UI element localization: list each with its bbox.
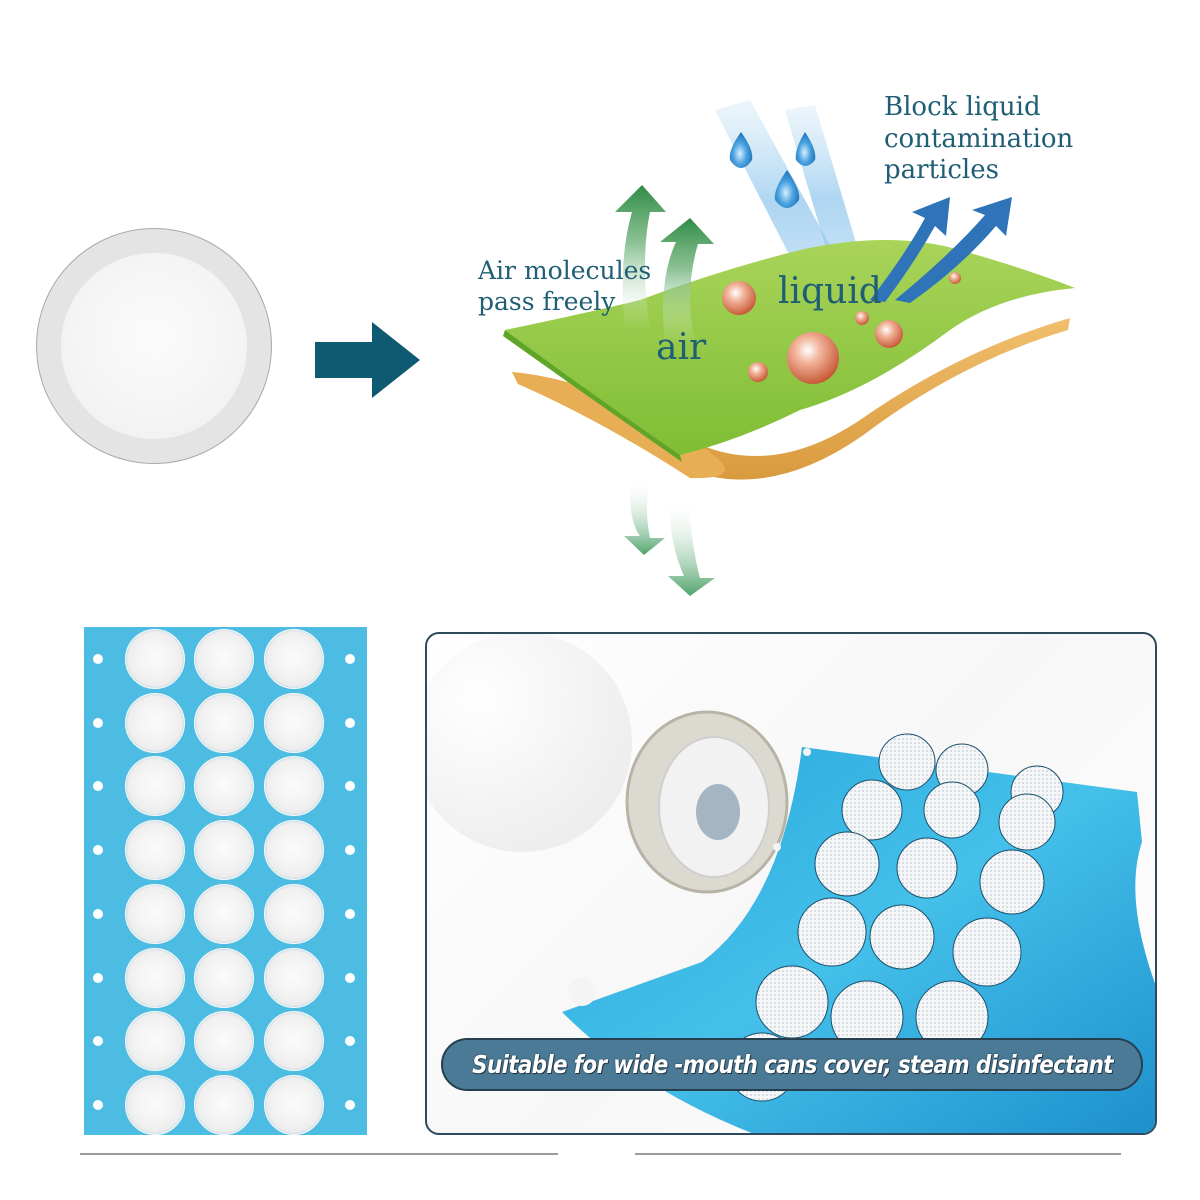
sticker xyxy=(264,1074,324,1135)
sprocket-hole xyxy=(345,972,355,983)
sprocket-hole xyxy=(345,1099,355,1110)
sprocket-hole xyxy=(345,717,355,728)
arrow-right-icon xyxy=(315,322,420,398)
liquid-blocked-arrow-icon xyxy=(895,197,1012,303)
sprocket-hole xyxy=(93,717,103,728)
sticker xyxy=(194,756,254,817)
sprocket-hole xyxy=(93,1099,103,1110)
block-liquid-label: Block liquid contamination particles xyxy=(884,92,1074,186)
sprocket-hole xyxy=(93,1036,103,1047)
divider-left xyxy=(80,1153,558,1155)
air-description-label: Air molecules pass freely xyxy=(478,256,652,316)
sprocket-hole xyxy=(345,845,355,856)
sticker xyxy=(194,692,254,753)
sticker xyxy=(125,1074,185,1135)
product-photo xyxy=(427,634,1155,1133)
liquid-label: liquid xyxy=(778,271,882,312)
sticker xyxy=(264,947,324,1008)
sticker xyxy=(194,1011,254,1072)
sprocket-hole xyxy=(93,972,103,983)
sticker xyxy=(194,629,254,689)
sticker xyxy=(125,883,185,944)
sticker xyxy=(125,629,185,689)
sprocket-hole xyxy=(93,654,103,664)
membrane-diagram xyxy=(503,100,1075,596)
sprocket-hole xyxy=(93,845,103,856)
caption-banner: Suitable for wide -mouth cans cover, ste… xyxy=(441,1038,1143,1091)
air-up-arrow-icon xyxy=(615,185,666,330)
sticker xyxy=(125,756,185,817)
sprocket-hole xyxy=(93,908,103,919)
sticker xyxy=(194,1074,254,1135)
air-down-arrow-icon xyxy=(668,498,715,596)
sticker xyxy=(194,883,254,944)
patch-membrane-center xyxy=(61,253,247,439)
sprocket-hole xyxy=(345,1036,355,1047)
bottle xyxy=(427,634,632,852)
liquid-droplet xyxy=(722,281,756,315)
sticker xyxy=(264,692,324,753)
divider-right xyxy=(635,1153,1121,1155)
sticker-sheet xyxy=(84,627,367,1135)
sticker xyxy=(125,1011,185,1072)
sprocket-hole xyxy=(93,781,103,792)
sprocket-hole xyxy=(345,908,355,919)
sticker xyxy=(194,947,254,1008)
water-drop-icon xyxy=(729,132,753,168)
sticker xyxy=(125,692,185,753)
air-label: air xyxy=(656,327,707,368)
liquid-blocked-arrow-icon xyxy=(870,197,950,302)
sprocket-hole xyxy=(345,781,355,792)
air-down-arrow-icon xyxy=(624,478,665,555)
sprocket-hole xyxy=(345,654,355,664)
sticker xyxy=(264,629,324,689)
sticker xyxy=(264,756,324,817)
single-filter-patch xyxy=(36,228,272,464)
sticker xyxy=(264,820,324,881)
sticker xyxy=(194,820,254,881)
sticker xyxy=(264,883,324,944)
sticker xyxy=(125,947,185,1008)
sticker xyxy=(264,1011,324,1072)
air-up-arrow-icon xyxy=(660,218,714,345)
sticker xyxy=(125,820,185,881)
caption-text: Suitable for wide -mouth cans cover, ste… xyxy=(471,1050,1113,1079)
